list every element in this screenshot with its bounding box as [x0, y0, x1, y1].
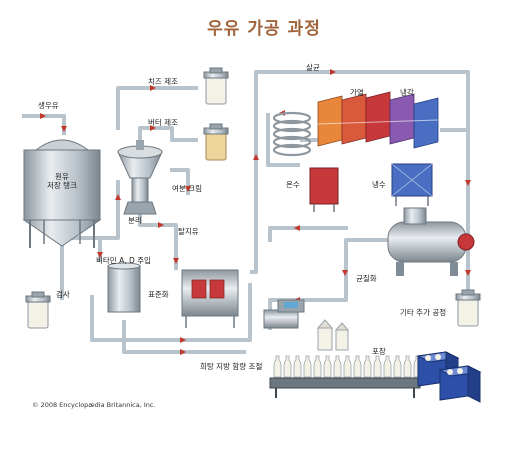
flow-arrow-icon [180, 349, 186, 355]
conveyor-belt [269, 377, 421, 398]
pasteurizer-coil [272, 111, 312, 157]
milk-bottle-icon [273, 355, 282, 378]
flow-arrow-icon [294, 225, 300, 231]
milk-bottle-icon [313, 355, 322, 378]
label-packaging: 포장 [372, 347, 386, 356]
label-homogenization: 균질화 [356, 274, 377, 283]
milk-bottle-icon [283, 355, 292, 378]
heat-exchanger-plates [317, 91, 439, 149]
diagram-title: 우유 가공 과정 [207, 19, 321, 39]
milk-bottle-icon [353, 355, 362, 378]
homogenizer [387, 207, 475, 276]
label-sterilization: 살균 [306, 63, 320, 72]
flow-arrow-icon [115, 194, 121, 200]
milk-bottle-icon [303, 355, 312, 378]
flow-arrow-icon [97, 252, 103, 258]
crates [416, 351, 482, 403]
label-surplus-cream: 여분 크림 [172, 184, 202, 193]
label-butter: 버터 제조 [148, 118, 178, 127]
milk-can-icon [203, 67, 229, 105]
cream-separator [117, 140, 163, 215]
flow-arrow-icon [253, 154, 259, 160]
label-vitamin: 비타민 A, D 주입 [96, 256, 151, 265]
milk-bottle-icon [343, 355, 352, 378]
flow-arrow-icon [150, 85, 156, 91]
flow-arrow-icon [465, 270, 471, 276]
milk-can-icon [25, 291, 51, 329]
label-other-processes: 기타 추가 공정 [400, 308, 447, 317]
milk-bottle-icon [373, 355, 382, 378]
flow-arrow-icon [185, 186, 191, 192]
label-standardization: 표준화 [148, 290, 169, 299]
milk-bottle-icon [293, 355, 302, 378]
label-inspection: 검사 [56, 290, 70, 299]
milk-bottle-row [273, 355, 422, 378]
milk-cartons [316, 319, 350, 351]
milk-bottle-icon [403, 355, 412, 378]
milk-bottle-icon [323, 355, 332, 378]
crate [438, 365, 482, 403]
filling-machine [263, 299, 305, 329]
raw-milk-storage-tank [22, 139, 102, 248]
label-hot-water: 온수 [286, 180, 300, 189]
label-cold-water: 냉수 [372, 180, 386, 189]
flow-arrow-icon [173, 258, 179, 264]
flow-arrow-icon [180, 337, 186, 343]
milk-bottle-icon [333, 355, 342, 378]
milk-carton-icon [316, 319, 334, 351]
vitamin-tank [107, 262, 141, 313]
flow-arrow-icon [465, 180, 471, 186]
flow-arrow-icon [158, 222, 164, 228]
label-cooling: 냉각 [400, 88, 414, 97]
label-cheese: 치즈 제조 [148, 77, 178, 86]
copyright: © 2008 Encyclopædia Britannica, Inc. [32, 401, 156, 409]
milk-carton-icon [334, 322, 350, 351]
flow-arrow-icon [342, 270, 348, 276]
label-raw-milk: 생우유 [38, 101, 59, 110]
label-separation: 분리 [128, 216, 142, 225]
label-tank: 원유 저장 탱크 [47, 172, 77, 190]
milk-bottle-icon [363, 355, 372, 378]
flow-arrow-icon [61, 126, 67, 132]
milk-bottle-icon [383, 355, 392, 378]
flow-arrow-icon [150, 125, 156, 131]
milk-can-icon [455, 289, 481, 327]
standardization-unit [181, 269, 239, 328]
flow-arrow-icon [330, 69, 336, 75]
hot-water-tank [309, 167, 339, 212]
label-low-fat-adjust: 희탕 지방 함량 조절 [200, 362, 263, 371]
cream-can-icon [203, 123, 229, 161]
cold-water-tank [391, 163, 433, 206]
label-skim-milk: 탈지유 [178, 227, 199, 236]
milk-bottle-icon [393, 355, 402, 378]
flow-arrow-icon [40, 113, 46, 119]
label-heating: 가열 [350, 88, 364, 97]
